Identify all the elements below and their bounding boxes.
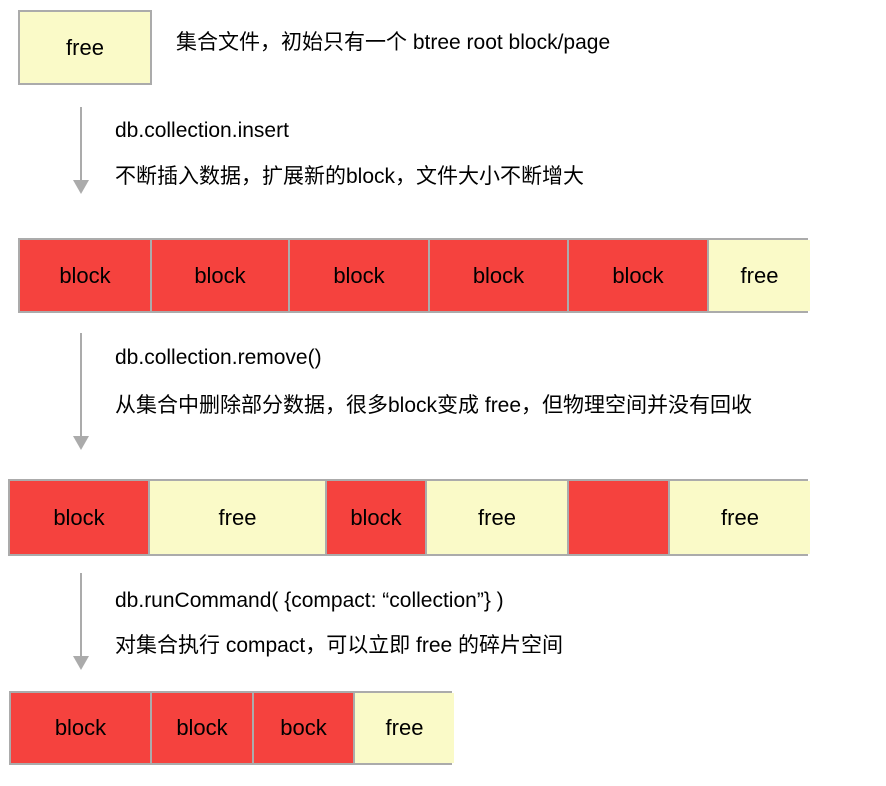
block-segment bbox=[569, 481, 670, 554]
segment-label: block bbox=[333, 262, 385, 288]
block-row-after-compact: block block bock free bbox=[9, 691, 454, 765]
step2-command: db.collection.remove() bbox=[115, 346, 322, 369]
block-segment: block bbox=[20, 240, 152, 311]
block-segment: block bbox=[430, 240, 569, 311]
down-arrow-line-1 bbox=[80, 107, 82, 180]
free-segment: free bbox=[670, 481, 810, 554]
block-segment: block bbox=[10, 481, 150, 554]
segment-label: block bbox=[176, 715, 228, 740]
segment-label: free bbox=[740, 262, 779, 288]
block-segment: block bbox=[290, 240, 430, 311]
segment-label: free bbox=[218, 504, 257, 530]
step1-command: db.collection.insert bbox=[115, 119, 289, 142]
segment-label: block bbox=[194, 262, 246, 288]
segment-label: free bbox=[478, 504, 516, 530]
block-segment: bock bbox=[254, 693, 355, 763]
segment-label: bock bbox=[280, 715, 327, 740]
segment-label: block bbox=[53, 504, 105, 530]
free-segment: free bbox=[427, 481, 569, 554]
down-arrow-head-3 bbox=[73, 656, 89, 670]
free-segment: free bbox=[355, 693, 454, 763]
step1-description: 不断插入数据，扩展新的block，文件大小不断增大 bbox=[115, 165, 585, 188]
segment-label: block bbox=[612, 262, 664, 288]
segment-label: block bbox=[59, 262, 111, 288]
segment-label: free bbox=[721, 504, 759, 530]
down-arrow-head-1 bbox=[73, 180, 89, 194]
block-row-after-remove: block free block free free bbox=[8, 479, 810, 556]
block-segment: block bbox=[327, 481, 427, 554]
intro-caption: 集合文件，初始只有一个 btree root block/page bbox=[176, 31, 611, 54]
segment-label: block bbox=[350, 504, 402, 530]
down-arrow-line-2 bbox=[80, 333, 82, 436]
segment-label: free bbox=[385, 715, 424, 740]
block-segment: block bbox=[152, 240, 290, 311]
segment-label: block bbox=[472, 262, 525, 288]
free-segment: free bbox=[150, 481, 327, 554]
step3-command: db.runCommand( {compact: “collection”} ) bbox=[115, 589, 504, 612]
initial-free-box-label: free bbox=[66, 34, 104, 60]
down-arrow-line-3 bbox=[80, 573, 82, 656]
free-segment: free bbox=[709, 240, 810, 311]
block-segment: block bbox=[11, 693, 152, 763]
step3-description: 对集合执行 compact，可以立即 free 的碎片空间 bbox=[115, 634, 564, 657]
block-segment: block bbox=[569, 240, 709, 311]
initial-free-box: free bbox=[18, 10, 152, 85]
down-arrow-head-2 bbox=[73, 436, 89, 450]
step2-description: 从集合中删除部分数据，很多block变成 free，但物理空间并没有回收 bbox=[115, 394, 753, 417]
segment-label: block bbox=[54, 715, 107, 740]
block-segment: block bbox=[152, 693, 254, 763]
block-row-after-insert: block block block block block free bbox=[18, 238, 810, 313]
